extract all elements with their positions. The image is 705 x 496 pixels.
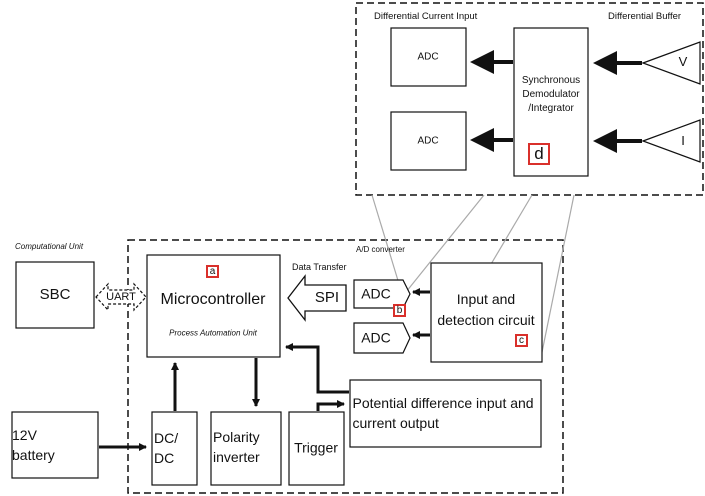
dcdc-label: DC/ DC <box>154 430 179 466</box>
buffer-v-label: V <box>678 53 688 69</box>
inset-title-right: Differential Buffer <box>608 11 682 22</box>
battery-box <box>11 411 99 479</box>
inset-adc-top-label: ADC <box>417 51 439 63</box>
polarity-label: Polarity inverter <box>213 429 260 465</box>
sbc-box <box>15 261 95 329</box>
sbc-label: SBC <box>39 285 71 303</box>
microcontroller-label: Microcontroller <box>160 291 266 309</box>
tag-d: d <box>528 143 550 165</box>
adc2-shape <box>353 322 411 354</box>
inset-adc-bottom-box <box>390 111 467 171</box>
process-unit-label: Process Automation Unit <box>169 328 257 338</box>
main-arrows <box>99 288 430 451</box>
adc2-label: ADC <box>361 329 391 346</box>
ad-converter-label: A/D converter <box>356 245 405 254</box>
inset-frame <box>355 2 704 196</box>
demodulator-box <box>513 27 589 177</box>
tag-b: b <box>393 304 406 317</box>
dcdc-box <box>151 411 198 486</box>
spi-arrow <box>287 274 347 322</box>
battery-label: 12V battery <box>12 427 55 463</box>
adc1-shape <box>353 279 411 309</box>
inset-arrows <box>470 50 642 153</box>
inset-title-left: Differential Current Input <box>374 11 478 22</box>
uart-label: UART <box>106 290 136 303</box>
trigger-box <box>288 411 345 486</box>
trigger-label: Trigger <box>294 439 338 456</box>
main-frame <box>127 239 564 494</box>
spi-label: SPI <box>314 288 340 306</box>
inset-adc-top-box <box>390 27 467 87</box>
tag-c: c <box>515 334 528 347</box>
polarity-box <box>210 411 282 486</box>
demodulator-label: Synchronous Demodulator /Integrator <box>521 75 581 114</box>
buffer-i-label: I <box>681 132 685 148</box>
potential-box <box>349 379 542 448</box>
inset-adc-bottom-label: ADC <box>417 135 439 147</box>
adc1-label: ADC <box>361 285 391 302</box>
buffer-i-triangle <box>641 119 701 163</box>
buffer-v-triangle <box>641 41 701 85</box>
computational-unit-label: Computational Unit <box>15 242 84 251</box>
uart-arrow <box>95 282 147 312</box>
input-circuit-label: Input and detection circuit <box>437 291 535 328</box>
data-transfer-label: Data Transfer <box>292 262 347 272</box>
potential-label: Potential difference input and current o… <box>352 395 534 431</box>
tag-a: a <box>206 265 219 278</box>
